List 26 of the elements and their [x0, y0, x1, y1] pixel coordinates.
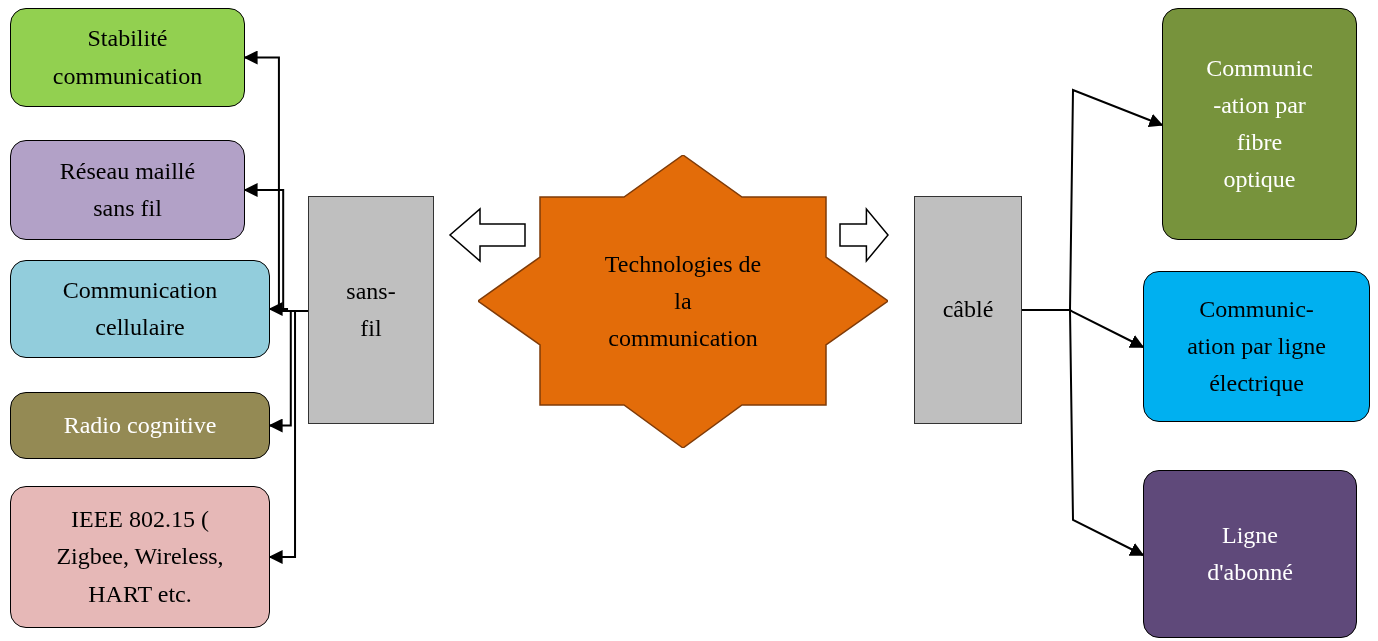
- category-box: [914, 196, 1022, 424]
- node-label: Ligne d'abonné: [1206, 520, 1294, 587]
- star-shape: [478, 155, 888, 448]
- block-arrow: [839, 206, 889, 264]
- node-label: Communic- ation par ligne électrique: [1186, 294, 1327, 399]
- node-label: Technologies de la communication: [603, 249, 763, 354]
- arrow: [268, 310, 309, 564]
- technology-box: [10, 8, 245, 107]
- node-label: Communication cellulaire: [61, 275, 219, 342]
- category-box: [308, 196, 434, 424]
- technology-box: [10, 140, 245, 240]
- technology-box: [1143, 271, 1370, 422]
- technology-box: [1143, 470, 1357, 638]
- technology-box: [10, 392, 270, 459]
- arrow: [1021, 309, 1145, 556]
- node-label: Réseau maillé sans fil: [58, 156, 197, 223]
- node-label: Radio cognitive: [62, 410, 218, 440]
- node-label: IEEE 802.15 ( Zigbee, Wireless, HART etc.: [55, 505, 225, 609]
- technology-box: [10, 260, 270, 358]
- node-label: Communic -ation par fibre optique: [1205, 53, 1314, 195]
- node-label: câblé: [941, 295, 995, 325]
- node-label: sans- fil: [345, 276, 397, 343]
- technology-box: [1162, 8, 1357, 240]
- node-label: Stabilité communication: [51, 24, 204, 91]
- block-arrow: [448, 207, 526, 263]
- technology-box: [10, 486, 270, 628]
